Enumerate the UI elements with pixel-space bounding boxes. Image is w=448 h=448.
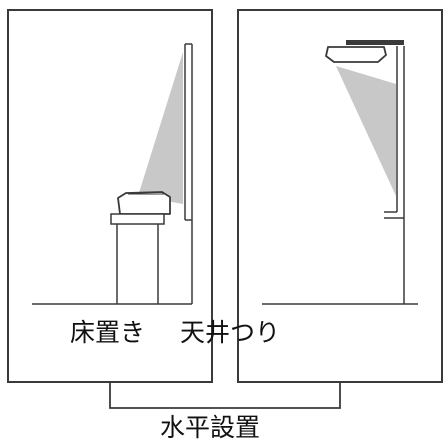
wall-screen xyxy=(184,43,193,304)
group-bracket xyxy=(109,382,341,409)
projector-icon xyxy=(325,46,387,63)
ceiling-mount xyxy=(346,40,404,45)
wall-screen xyxy=(384,46,405,304)
ceiling-mount-label: 天井つり xyxy=(180,318,281,347)
stand xyxy=(110,213,165,304)
projector-icon xyxy=(117,191,171,215)
horizontal-install-label: 水平設置 xyxy=(160,413,261,442)
floor-install-label: 床置き xyxy=(70,318,146,347)
projection-beam xyxy=(336,66,396,196)
projection-beam xyxy=(138,52,183,204)
